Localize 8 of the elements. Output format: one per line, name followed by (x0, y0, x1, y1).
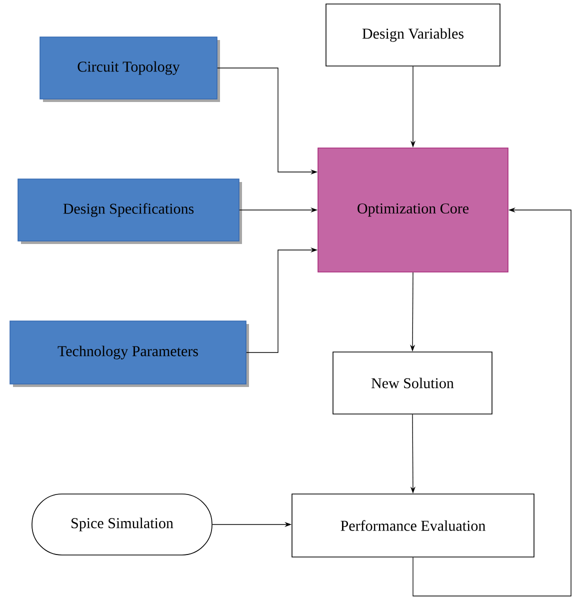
input-box: Technology Parameters (10, 320, 249, 387)
process-box: Design Variables (326, 4, 500, 66)
process-box: New Solution (332, 352, 492, 414)
core-box: Optimization Core (318, 148, 508, 272)
terminal-box: Spice Simulation (32, 494, 212, 556)
input-box: Circuit Topology (40, 36, 220, 102)
input-box: Design Specifications (18, 178, 242, 244)
process-box: Performance Evaluation (292, 494, 534, 558)
